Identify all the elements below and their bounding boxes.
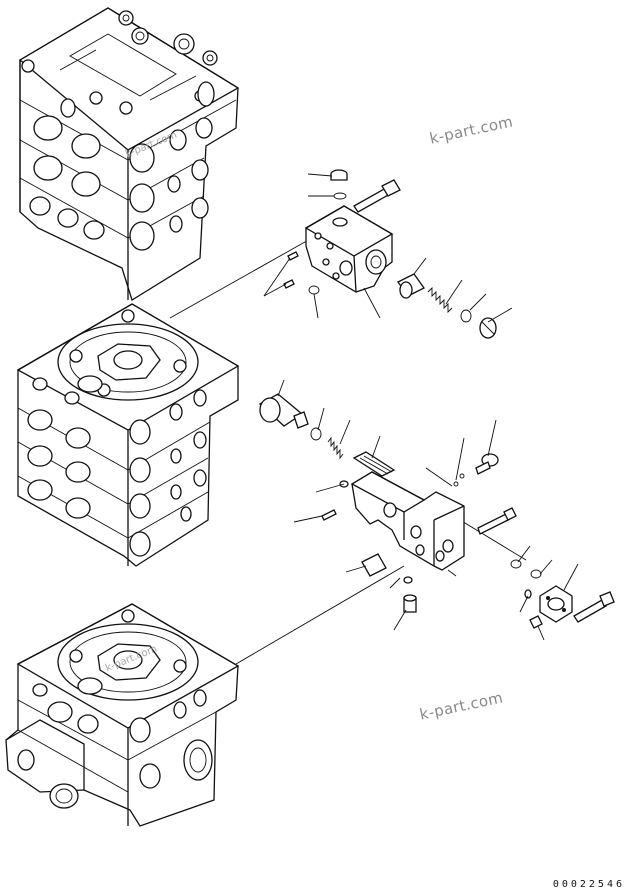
lower-exploded-parts bbox=[258, 393, 615, 629]
drawing-number: 00022546 bbox=[552, 879, 625, 890]
leader-lines bbox=[263, 173, 579, 641]
middle-valve-assembly bbox=[16, 303, 240, 567]
upper-valve-assembly bbox=[18, 7, 240, 301]
assembly-reference-lines bbox=[169, 237, 527, 665]
lower-valve-assembly bbox=[5, 603, 240, 827]
upper-exploded-parts bbox=[283, 169, 497, 339]
